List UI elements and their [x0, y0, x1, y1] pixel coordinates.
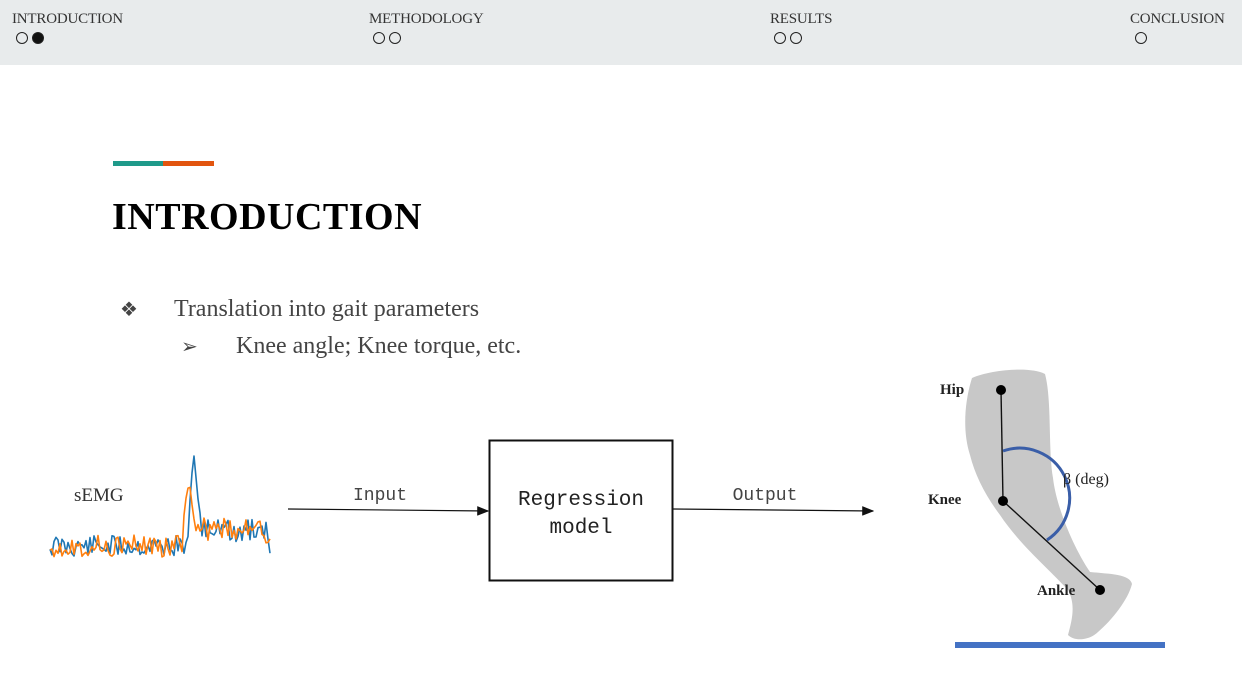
- accent-teal: [113, 161, 163, 166]
- angle-label: β (deg): [1063, 471, 1109, 488]
- ground-line: [955, 642, 1165, 648]
- nav-label-results[interactable]: RESULTS: [770, 11, 833, 27]
- top-navigation-bar: INTRODUCTION METHODOLOGY RESULTS CONCLUS…: [0, 0, 1242, 65]
- model-label-line1: Regression: [518, 489, 644, 512]
- hip-joint-marker: [996, 385, 1006, 395]
- semg-signal-orange: [49, 486, 271, 558]
- ankle-label: Ankle: [1037, 583, 1076, 599]
- nav-dot[interactable]: [373, 32, 385, 44]
- nav-section-results[interactable]: RESULTS: [770, 11, 832, 44]
- nav-dot[interactable]: [16, 32, 28, 44]
- input-label: Input: [353, 486, 407, 506]
- knee-joint-marker: [998, 496, 1008, 506]
- nav-section-introduction[interactable]: INTRODUCTION: [12, 11, 123, 44]
- nav-dots-conclusion: [1134, 32, 1225, 44]
- knee-angle-arc: [1002, 446, 1072, 542]
- nav-dot-current[interactable]: [32, 32, 44, 44]
- model-label-line2: model: [549, 517, 612, 540]
- shank-segment: [1002, 500, 1101, 591]
- bullet-text: Translation into gait parameters: [174, 296, 480, 322]
- nav-label-methodology[interactable]: METHODOLOGY: [369, 11, 484, 27]
- knee-label: Knee: [928, 492, 962, 508]
- hip-label: Hip: [940, 382, 964, 398]
- nav-dot[interactable]: [774, 32, 786, 44]
- ankle-joint-marker: [1095, 585, 1105, 595]
- regression-model-box: [488, 439, 674, 582]
- nav-label-conclusion[interactable]: CONCLUSION: [1130, 11, 1225, 27]
- nav-dot[interactable]: [1135, 32, 1147, 44]
- nav-dot[interactable]: [389, 32, 401, 44]
- nav-dots-results: [774, 32, 832, 44]
- nav-dots-introduction: [16, 32, 123, 44]
- output-label: Output: [733, 486, 798, 506]
- nav-section-conclusion[interactable]: CONCLUSION: [1130, 11, 1225, 44]
- nav-section-methodology[interactable]: METHODOLOGY: [369, 11, 484, 44]
- arrow-bullet-icon: ➢: [181, 334, 198, 358]
- bullet-text: Knee angle; Knee torque, etc.: [236, 333, 522, 359]
- nav-dots-methodology: [373, 32, 483, 44]
- diamond-bullet-icon: ❖: [120, 297, 138, 321]
- thigh-segment: [1000, 389, 1004, 502]
- input-arrow: [287, 506, 490, 516]
- leg-silhouette: [965, 369, 1132, 640]
- slide-title: INTRODUCTION: [112, 196, 423, 238]
- nav-label-introduction[interactable]: INTRODUCTION: [12, 11, 123, 27]
- title-accent-bar: [113, 161, 214, 166]
- semg-label: sEMG: [74, 485, 124, 506]
- bullet-level-2: ➢ Knee angle; Knee torque, etc.: [181, 333, 521, 360]
- bullet-level-1: ❖ Translation into gait parameters: [120, 296, 479, 323]
- accent-orange: [163, 161, 214, 166]
- nav-dot[interactable]: [790, 32, 802, 44]
- output-arrow: [672, 506, 875, 516]
